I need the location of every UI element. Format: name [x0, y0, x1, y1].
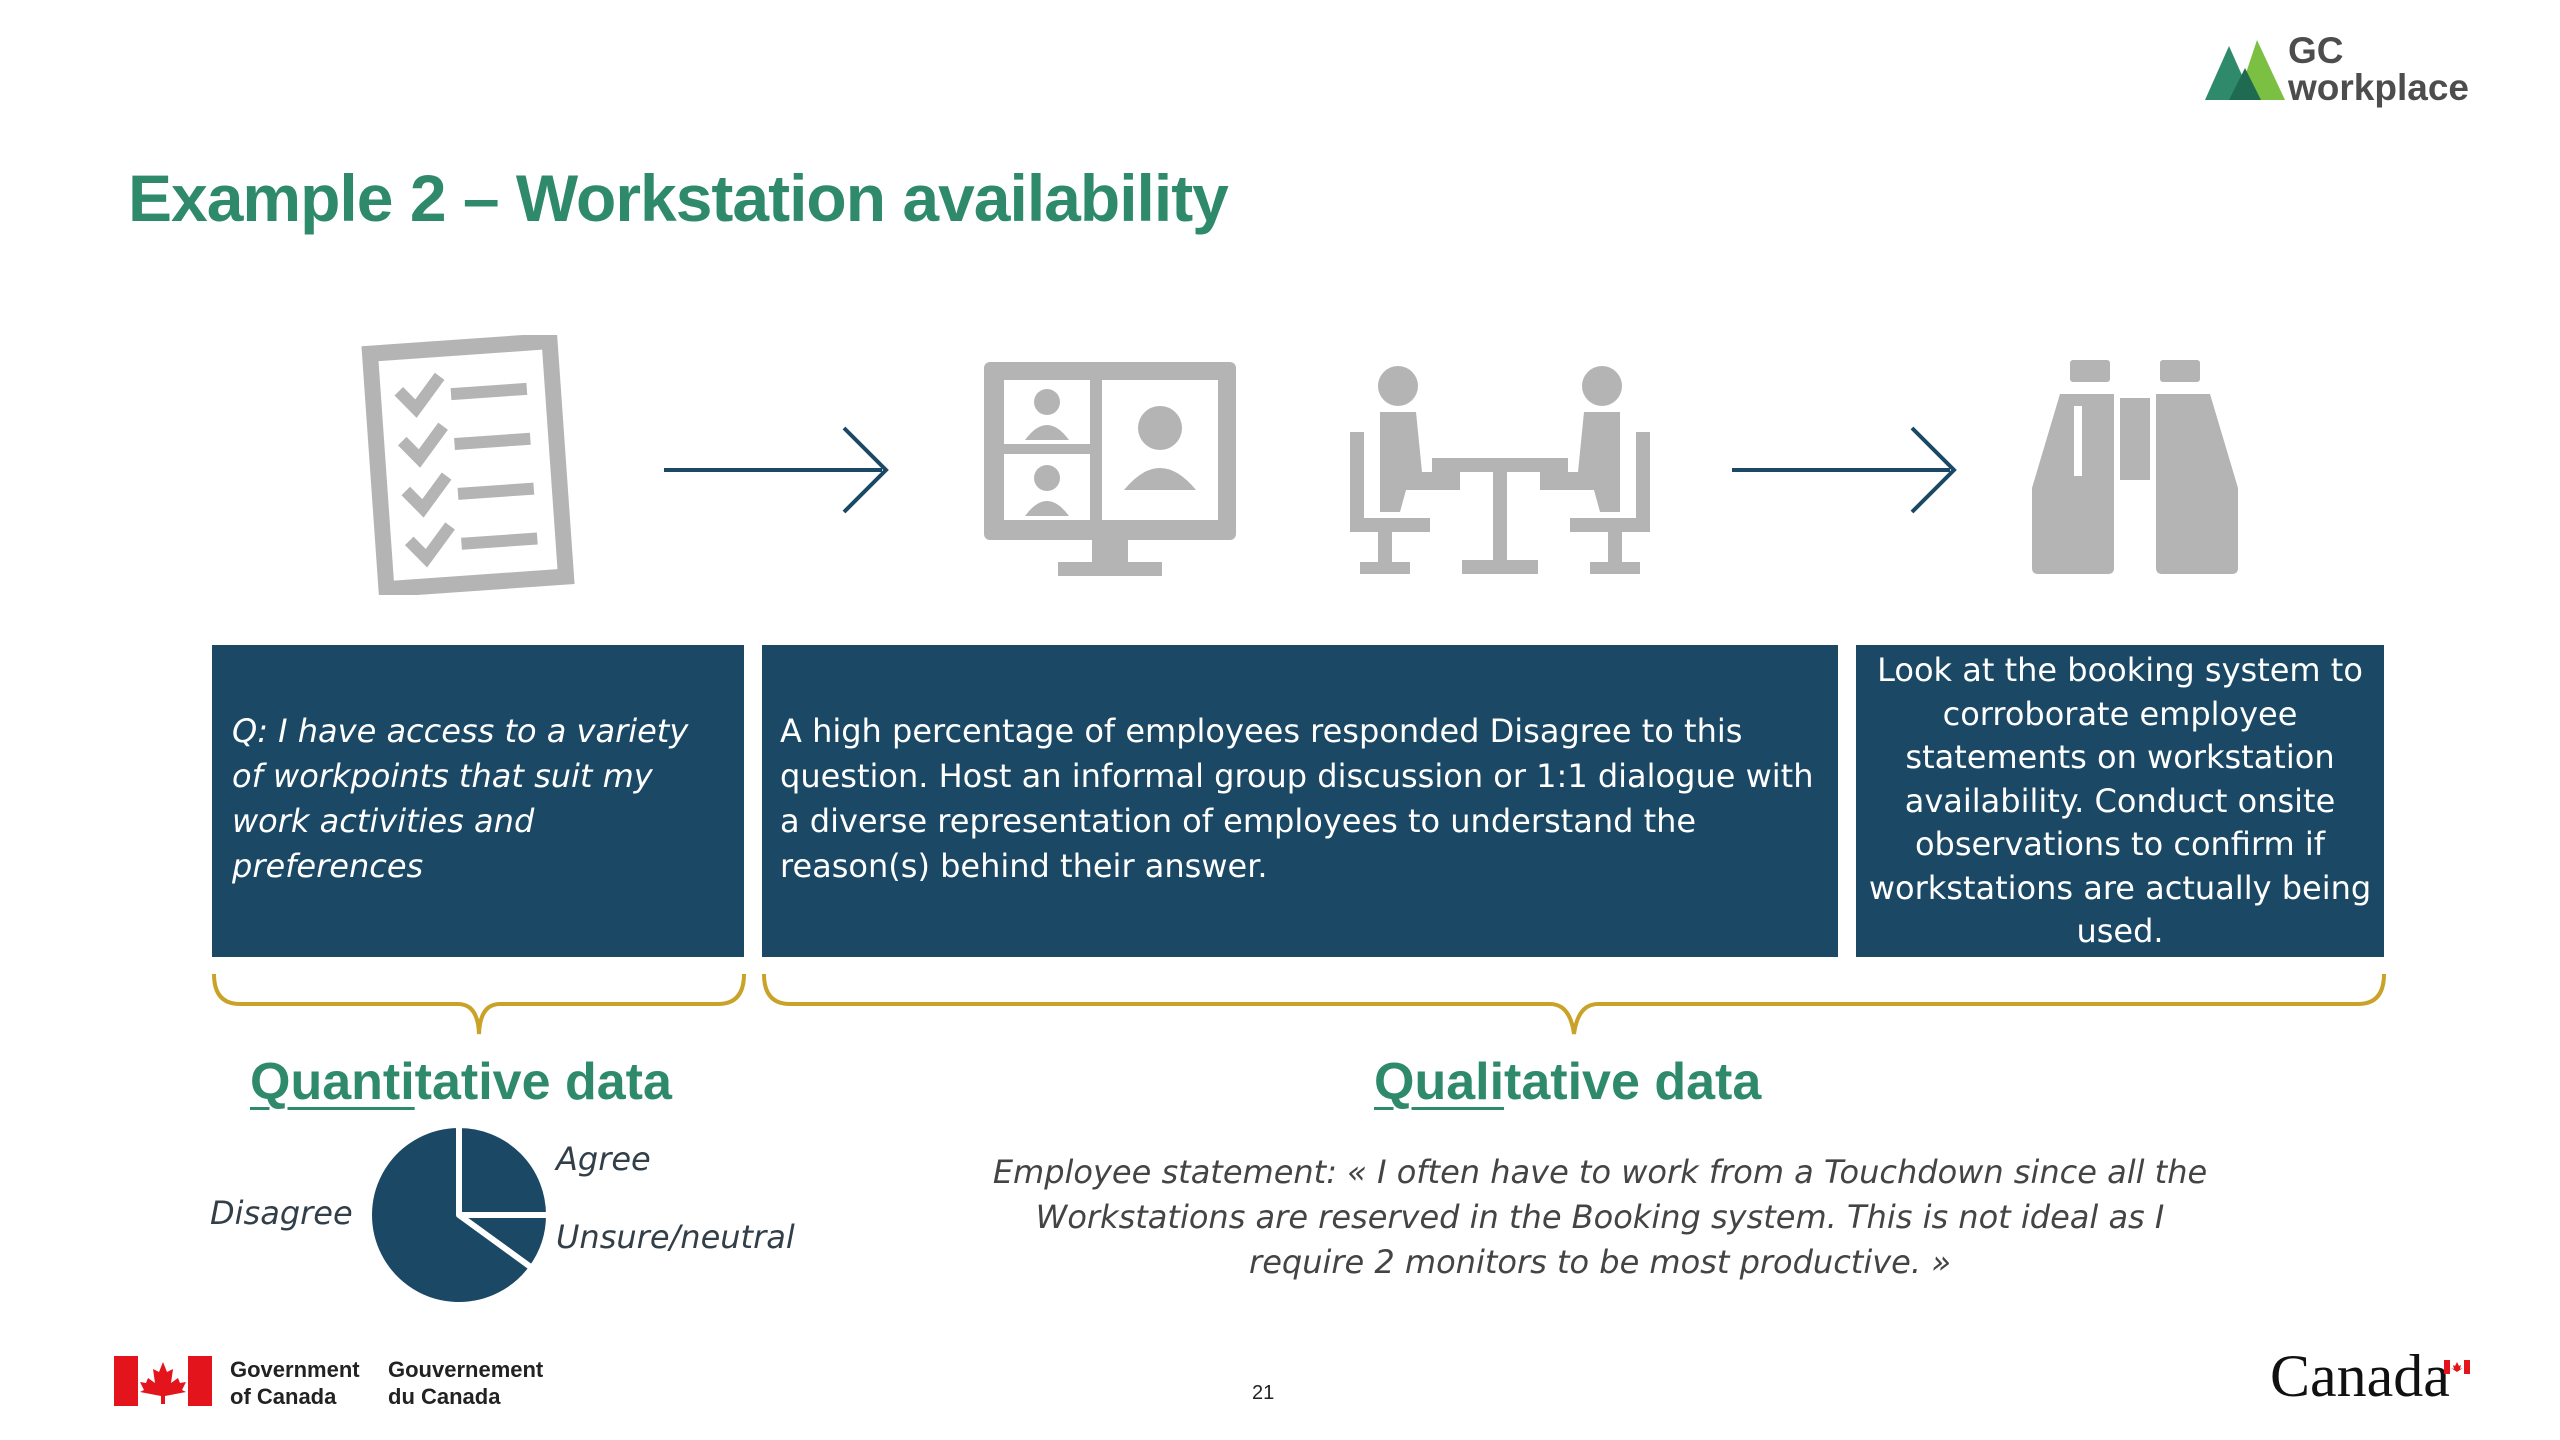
video-call-icon — [984, 362, 1236, 576]
qualitative-heading-underlined: Quali — [1374, 1053, 1505, 1111]
government-of-canada-en: Government of Canada — [230, 1356, 360, 1410]
observation-box: Look at the booking system to corroborat… — [1856, 645, 2384, 957]
gov-fr-line-2: du Canada — [388, 1384, 501, 1409]
arrow-right-icon — [1732, 426, 1957, 514]
brace-qualitative — [762, 973, 2386, 1035]
qualitative-heading-rest: tative data — [1504, 1053, 1762, 1111]
pie-chart — [366, 1122, 552, 1308]
page-number: 21 — [1252, 1382, 1275, 1404]
gc-workplace-logo-icon — [2205, 40, 2285, 100]
qualitative-heading: Qualitative data — [1374, 1052, 1761, 1112]
canada-wordmark: Canada — [2270, 1343, 2450, 1409]
quantitative-heading-rest: tative data — [414, 1053, 672, 1111]
pie-label-unsure: Unsure/neutral — [556, 1218, 795, 1256]
pie-slice-agree — [456, 1122, 552, 1218]
canada-flag-icon — [114, 1356, 212, 1406]
gov-fr-line-1: Gouvernement — [388, 1357, 544, 1382]
survey-question-box: Q: I have access to a variety of workpoi… — [212, 645, 744, 957]
gc-workplace-logo-text: GC workplace — [2288, 32, 2469, 106]
brace-quantitative — [212, 973, 746, 1035]
binoculars-icon — [2032, 360, 2238, 574]
government-of-canada-fr: Gouvernement du Canada — [388, 1356, 543, 1410]
employee-quote: Employee statement: « I often have to wo… — [992, 1153, 2208, 1281]
gov-en-line-2: of Canada — [230, 1384, 337, 1409]
canada-wordmark-flag-icon — [2444, 1360, 2470, 1374]
gov-en-line-1: Government — [230, 1357, 360, 1382]
discussion-box: A high percentage of employees responded… — [762, 645, 1838, 957]
meeting-table-icon — [1350, 366, 1650, 574]
pie-slice-disagree — [366, 1122, 535, 1308]
arrow-right-icon — [664, 426, 889, 514]
checklist-icon — [361, 335, 575, 595]
quantitative-heading: Quantitative data — [250, 1052, 672, 1112]
logo-line-1: GC — [2288, 30, 2344, 71]
quantitative-heading-underlined: Quanti — [250, 1053, 415, 1111]
logo-line-2: workplace — [2288, 67, 2469, 108]
pie-label-disagree: Disagree — [210, 1194, 353, 1232]
slide-title: Example 2 – Workstation availability — [128, 161, 1229, 235]
pie-label-agree: Agree — [556, 1140, 651, 1178]
